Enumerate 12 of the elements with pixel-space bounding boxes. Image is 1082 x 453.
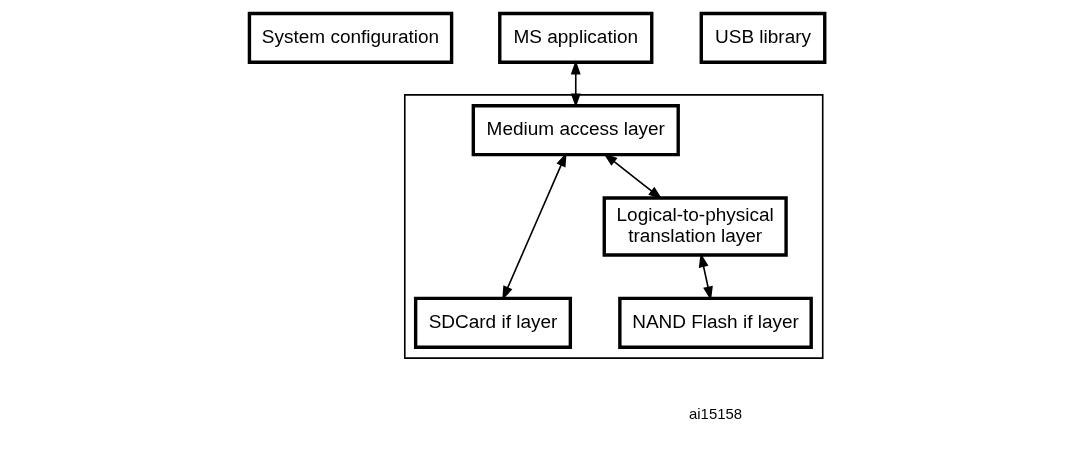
node-box: USB library — [699, 11, 826, 64]
node-box: Medium access layer — [471, 104, 680, 157]
node-box: System configuration — [247, 11, 453, 64]
node-box: SDCard if layer — [413, 296, 572, 349]
arrow — [570, 60, 581, 108]
node-box: Logical-to-physical translation layer — [602, 196, 788, 257]
label: ai15158 — [688, 404, 742, 422]
arrow — [602, 153, 662, 200]
node-box: NAND Flash if layer — [617, 296, 813, 349]
arrow — [698, 253, 713, 301]
node-box: MS application — [497, 11, 653, 64]
arrow — [501, 152, 567, 301]
